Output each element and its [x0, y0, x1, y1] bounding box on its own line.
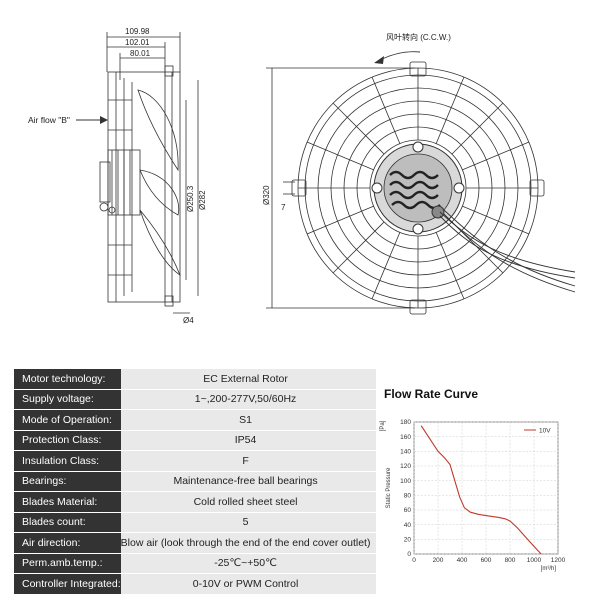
y-tick-label: 40 — [404, 522, 412, 529]
flow-rate-chart: Flow Rate Curve 0 200 400 600 800 1000 1200 0 20… — [380, 387, 566, 572]
spec-label: Motor technology: — [14, 369, 121, 390]
y-tick-label: 160 — [400, 434, 411, 441]
dim-offset: 7 — [281, 203, 286, 212]
dim-outer-diameter: Ø282 — [198, 190, 207, 210]
spec-row: Controller Integrated:0-10V or PWM Contr… — [14, 573, 377, 595]
x-tick-label: 200 — [433, 557, 444, 564]
x-tick-label: 600 — [481, 557, 492, 564]
rotation-arrow — [374, 51, 421, 64]
spec-row: Motor technology:EC External Rotor — [14, 369, 377, 390]
x-tick-label: 1000 — [527, 557, 542, 564]
spec-row: Blades count:5 — [14, 512, 377, 533]
y-tick-label: 140 — [400, 449, 411, 456]
rotation-label: 风叶转向 (C.C.W.) — [386, 32, 451, 42]
y-tick-label: 180 — [400, 419, 411, 426]
spec-value: S1 — [120, 409, 377, 431]
fan-side-view — [99, 32, 199, 314]
dim-guard-diameter: Ø320 — [262, 185, 271, 205]
x-tick-label: 0 — [412, 557, 416, 564]
y-tick-label: 120 — [400, 463, 411, 470]
y-tick-label: 100 — [400, 478, 411, 485]
spec-value: Blow air (look through the end of the en… — [120, 532, 377, 554]
dim-inner-diameter: Ø250.3 — [186, 185, 195, 212]
dim-109: 109.98 — [125, 27, 150, 36]
dim-102: 102.01 — [125, 38, 150, 47]
spec-row: Perm.amb.temp.:-25℃~+50℃ — [14, 553, 377, 574]
legend-label: 10V — [539, 427, 551, 434]
power-cables — [439, 209, 576, 293]
y-tick-label: 80 — [404, 493, 412, 500]
spec-value: -25℃~+50℃ — [120, 553, 377, 574]
spec-label: Air direction: — [14, 532, 121, 554]
spec-value: F — [120, 450, 377, 472]
spec-label: Perm.amb.temp.: — [14, 553, 121, 574]
spec-value: Cold rolled sheet steel — [120, 491, 377, 513]
spec-value: 5 — [120, 512, 377, 533]
spec-value: 1~,200-277V,50/60Hz — [120, 389, 377, 410]
spec-value: EC External Rotor — [120, 369, 377, 390]
y-unit-label: [Pa] — [380, 420, 386, 431]
spec-row: Insulation Class:F — [14, 450, 377, 472]
airflow-label: Air flow "B" — [28, 115, 70, 125]
y-tick-label: 0 — [407, 551, 411, 558]
spec-label: Blades Material: — [14, 491, 121, 513]
spec-label: Controller Integrated: — [14, 573, 121, 595]
spec-label: Bearings: — [14, 471, 121, 492]
x-tick-label: 400 — [457, 557, 468, 564]
spec-row: Blades Material:Cold rolled sheet steel — [14, 491, 377, 513]
spec-label: Protection Class: — [14, 430, 121, 451]
y-tick-label: 20 — [404, 537, 412, 544]
spec-row: Supply voltage:1~,200-277V,50/60Hz — [14, 389, 377, 410]
x-axis-label: [m³/h] — [541, 566, 557, 572]
spec-value: Maintenance-free ball bearings — [120, 471, 377, 492]
spec-label: Mode of Operation: — [14, 409, 121, 431]
spec-row: Mode of Operation:S1 — [14, 409, 377, 431]
spec-value: 0-10V or PWM Control — [120, 573, 377, 595]
fan-technical-drawing: Air flow "B" 109.98 102.01 80.01 Ø250.3 … — [28, 27, 576, 325]
dim-80: 80.01 — [130, 49, 151, 58]
y-axis-label: Static Pressure — [386, 467, 392, 508]
spec-row: Bearings:Maintenance-free ball bearings — [14, 471, 377, 492]
dim-hole: Ø4 — [183, 316, 194, 325]
fan-front-view — [291, 61, 545, 315]
spec-value: IP54 — [120, 430, 377, 451]
motor-hub — [371, 141, 465, 235]
x-tick-label: 800 — [505, 557, 516, 564]
y-tick-label: 60 — [404, 507, 412, 514]
spec-label: Supply voltage: — [14, 389, 121, 410]
airflow-arrow — [76, 116, 108, 124]
spec-row: Protection Class:IP54 — [14, 430, 377, 451]
series-line — [420, 425, 542, 555]
x-tick-label: 1200 — [551, 557, 566, 564]
spec-label: Insulation Class: — [14, 450, 121, 472]
chart-title: Flow Rate Curve — [384, 387, 478, 401]
spec-label: Blades count: — [14, 512, 121, 533]
spec-row: Air direction:Blow air (look through the… — [14, 532, 377, 554]
